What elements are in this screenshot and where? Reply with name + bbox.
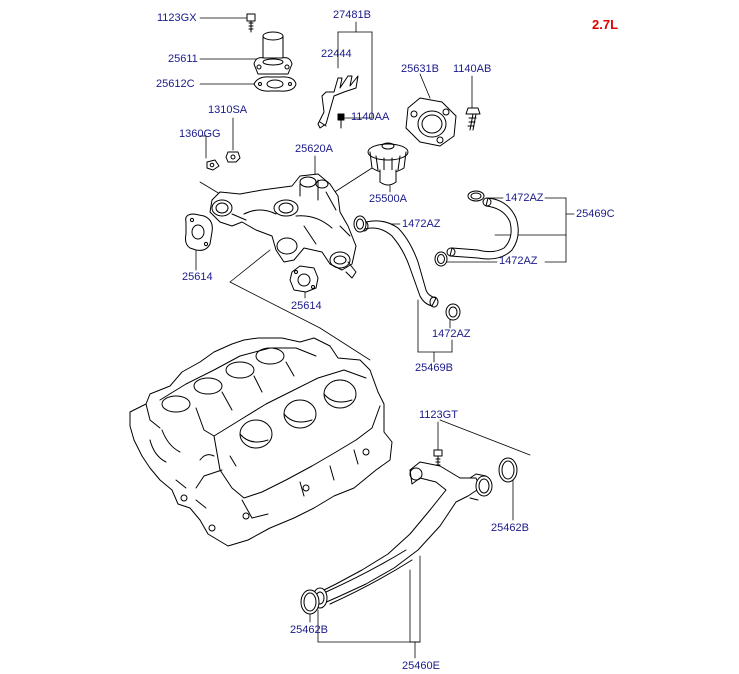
washer-1360gg-icon [206, 159, 220, 171]
gasket-25614-left-icon [185, 213, 213, 251]
engine-block-icon [129, 337, 393, 547]
water-outlet-fitting-icon [253, 31, 293, 75]
nut-1310sa-icon [225, 151, 241, 163]
thermostat-icon [367, 142, 409, 186]
hose-clamp-icon [445, 303, 461, 321]
engine-variant-label: 2.7L [592, 17, 619, 32]
bolt-1123gx-icon [246, 13, 256, 33]
part-label-1140aa[interactable]: 1140AA [351, 111, 390, 123]
o-ring-25462b-bottom-icon [300, 589, 320, 615]
part-label-25462b-right[interactable]: 25462B [491, 522, 529, 534]
bolt-1140aa-icon [337, 113, 345, 129]
gasket-25614-mid-icon [289, 265, 319, 293]
hose-clamp-icon [467, 190, 485, 202]
part-label-1140ab[interactable]: 1140AB [453, 63, 492, 75]
part-label-25614-mid[interactable]: 25614 [291, 300, 322, 312]
bolt-1140ab-icon [465, 107, 481, 131]
part-label-1472az-mid[interactable]: 1472AZ [402, 218, 441, 230]
part-label-25469c[interactable]: 25469C [576, 208, 615, 220]
o-ring-25462b-right-icon [498, 457, 518, 483]
part-label-25614-left[interactable]: 25614 [182, 271, 213, 283]
part-label-1360gg[interactable]: 1360GG [179, 128, 221, 140]
part-label-22444[interactable]: 22444 [321, 48, 352, 60]
bracket-22444-icon [317, 75, 359, 129]
part-label-25462b-bottom[interactable]: 25462B [290, 624, 328, 636]
gasket-25612c-icon [253, 76, 297, 92]
thermostat-housing-icon [405, 97, 457, 147]
part-label-1123gt[interactable]: 1123GT [419, 409, 458, 421]
part-label-25469b[interactable]: 25469B [415, 362, 453, 374]
part-label-1310sa[interactable]: 1310SA [208, 104, 248, 116]
part-label-25612c[interactable]: 25612C [156, 78, 195, 90]
part-label-1472az-right[interactable]: 1472AZ [499, 255, 538, 267]
part-label-25631b[interactable]: 25631B [401, 63, 439, 75]
hose-25469b-icon [359, 220, 439, 308]
hose-clamp-icon [353, 215, 367, 233]
hose-25469c-icon [446, 197, 519, 260]
part-label-25611[interactable]: 25611 [168, 53, 198, 65]
part-label-25460e[interactable]: 25460E [402, 660, 440, 672]
part-label-25500a[interactable]: 25500A [369, 193, 407, 205]
part-label-1472az-low[interactable]: 1472AZ [432, 328, 471, 340]
leader-lines [195, 17, 575, 659]
part-label-27481b[interactable]: 27481B [333, 9, 371, 21]
part-label-25620a[interactable]: 25620A [295, 143, 333, 155]
water-manifold-25620a-icon [209, 173, 357, 279]
part-label-1472az-top[interactable]: 1472AZ [505, 192, 544, 204]
part-label-1123gx[interactable]: 1123GX [157, 12, 197, 24]
hose-clamp-icon [434, 251, 448, 267]
